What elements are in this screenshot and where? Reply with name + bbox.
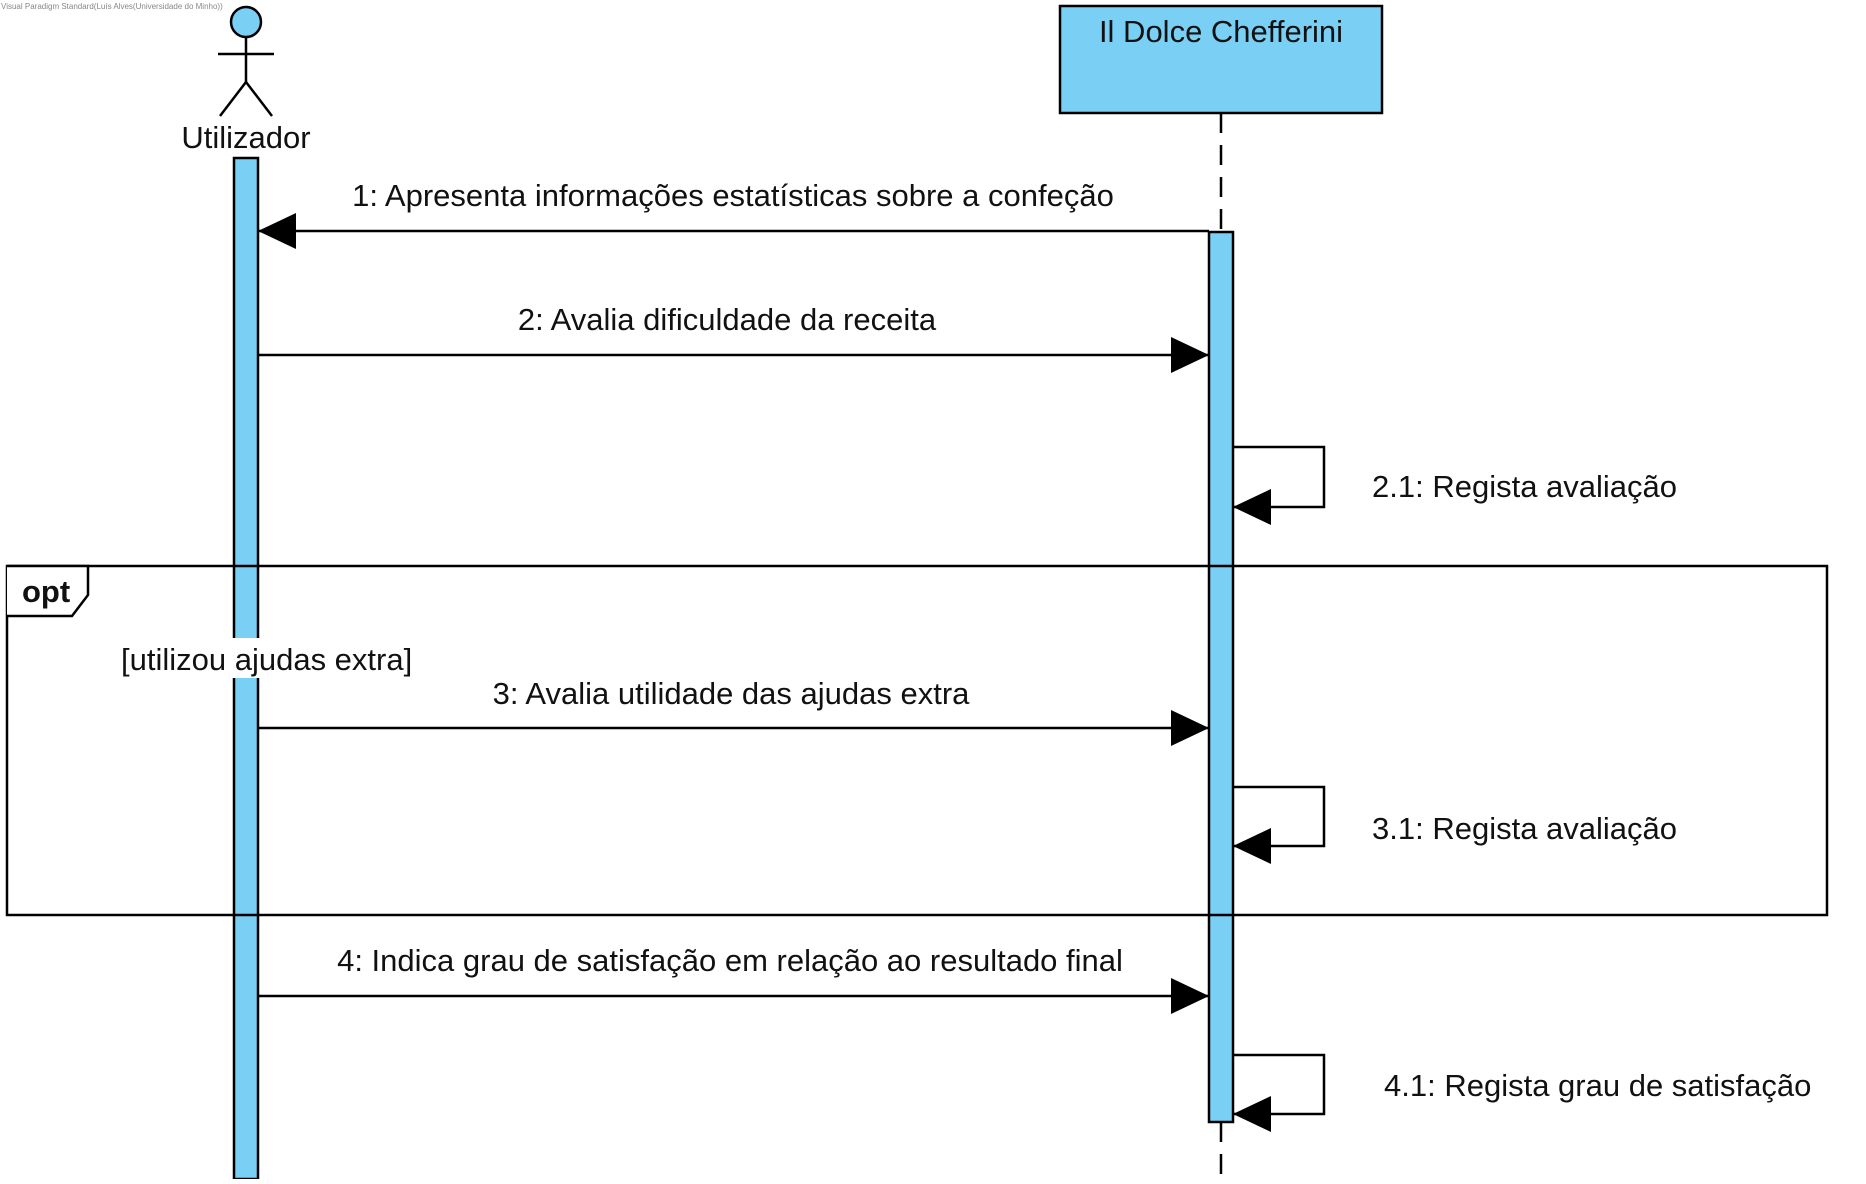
message-2-1-arrowhead — [1233, 489, 1271, 525]
fragment-label-tab — [7, 564, 90, 618]
message-2[interactable]: 2: Avalia dificuldade da receita — [258, 302, 1209, 373]
message-3-1-loop — [1233, 785, 1326, 848]
message-3[interactable]: 3: Avalia utilidade das ajudas extra — [258, 676, 1209, 746]
message-4-1-arrowhead — [1233, 1096, 1271, 1132]
message-4-1-label: 4.1: Regista grau de satisfação — [1384, 1068, 1811, 1103]
actor-right-leg — [245, 81, 273, 117]
message-2-1-label: 2.1: Regista avaliação — [1372, 469, 1677, 504]
message-3-1-arrowhead — [1233, 828, 1271, 864]
message-2-1-loop — [1233, 445, 1326, 509]
message-1[interactable]: 1: Apresenta informações estatísticas so… — [258, 178, 1209, 249]
message-4-1[interactable]: 4.1: Regista grau de satisfação — [1233, 1053, 1811, 1132]
actor-utilizador[interactable]: Utilizador — [181, 5, 311, 155]
actor-name: Utilizador — [181, 120, 310, 155]
lifeline-il-dolce-chefferini[interactable]: Il Dolce Chefferini — [1058, 4, 1384, 115]
message-4-label: 4: Indica grau de satisfação em relação … — [337, 943, 1123, 978]
watermark-text: Visual Paradigm Standard(Luís Alves(Univ… — [1, 2, 223, 11]
fragment-frame — [5, 564, 1829, 917]
message-1-arrowhead — [258, 213, 296, 249]
lifeline-head-box — [1058, 4, 1384, 115]
actor-head — [229, 5, 263, 39]
fragment-guard: [utilizou ajudas extra] — [121, 642, 412, 677]
message-2-label: 2: Avalia dificuldade da receita — [518, 302, 937, 337]
message-3-1[interactable]: 3.1: Regista avaliação — [1233, 785, 1677, 864]
message-2-arrowhead — [1171, 337, 1209, 373]
actor-left-leg — [219, 81, 247, 117]
message-3-arrowhead — [1171, 710, 1209, 746]
opt-fragment: opt [utilizou ajudas extra] — [5, 564, 1829, 917]
guard-bg — [120, 638, 438, 678]
message-3-label: 3: Avalia utilidade das ajudas extra — [493, 676, 971, 711]
fragment-operator: opt — [22, 574, 70, 609]
message-4-1-loop — [1233, 1053, 1326, 1116]
message-3-1-label: 3.1: Regista avaliação — [1372, 811, 1677, 846]
message-4[interactable]: 4: Indica grau de satisfação em relação … — [258, 943, 1209, 1014]
system-activation-bar — [1207, 230, 1235, 1124]
lifeline-name: Il Dolce Chefferini — [1099, 14, 1343, 49]
message-1-label: 1: Apresenta informações estatísticas so… — [352, 178, 1114, 213]
message-4-arrowhead — [1171, 978, 1209, 1014]
message-2-1[interactable]: 2.1: Regista avaliação — [1233, 445, 1677, 525]
